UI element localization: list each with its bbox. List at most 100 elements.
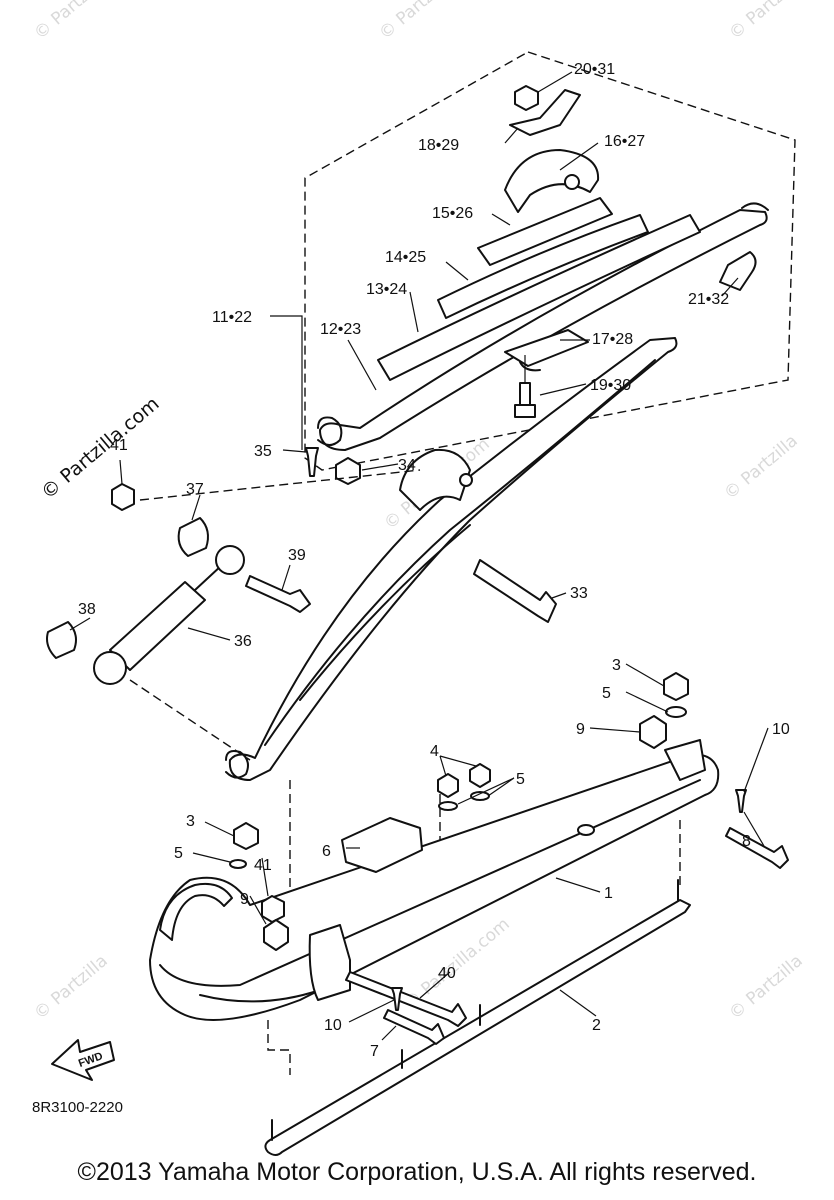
label-35: 35 xyxy=(254,443,272,460)
leaf-14 xyxy=(437,214,649,319)
label-21-32: 21•32 xyxy=(688,291,729,308)
ski-edge xyxy=(159,779,701,987)
watermark: © Partzilla xyxy=(30,951,111,1024)
collar-38 xyxy=(46,621,77,659)
label-10-front: 10 xyxy=(324,1017,342,1034)
label-16-27: 16•27 xyxy=(604,133,645,150)
watermark: © Partzilla.com xyxy=(37,393,163,504)
label-18-29: 18•29 xyxy=(418,137,459,154)
label-2: 2 xyxy=(592,1017,601,1034)
spring-leaf-line xyxy=(299,524,471,701)
leaf-spring-exploded xyxy=(317,85,769,451)
label-10-rear: 10 xyxy=(772,721,790,738)
watermark: © Partzilla xyxy=(725,0,806,44)
assembly-line xyxy=(267,1020,291,1075)
label-7: 7 xyxy=(370,1043,379,1060)
wear-plate-6 xyxy=(341,817,423,873)
spring-leaf-line xyxy=(264,359,656,746)
label-41-top: 41 xyxy=(110,437,128,454)
label-40: 40 xyxy=(438,965,456,982)
shock-absorber xyxy=(93,545,245,685)
kit-boundary xyxy=(304,51,796,471)
bolt-33 xyxy=(473,559,557,623)
leader-lines xyxy=(69,71,769,1041)
leaf-clamp xyxy=(504,149,600,213)
bolt-40 xyxy=(345,971,467,1027)
ski-runner xyxy=(264,899,691,1156)
watermark: © Partzilla xyxy=(30,0,111,44)
bolt-19 xyxy=(514,355,536,418)
screw-10-rear xyxy=(735,789,747,813)
assembly-line xyxy=(129,679,251,761)
nut-4-b xyxy=(437,773,459,798)
label-11-22: 11•22 xyxy=(212,309,252,326)
spring-clamp xyxy=(399,448,471,511)
fwd-arrow-icon: FWD xyxy=(51,1039,115,1081)
main-leaf-eye-front xyxy=(317,416,343,446)
ski-rivet xyxy=(577,824,595,836)
label-17-28: 17•28 xyxy=(592,331,633,348)
shock-lower-eye xyxy=(93,651,127,685)
main-leaf xyxy=(319,209,768,451)
clamp-pivot xyxy=(564,174,580,190)
nut-20 xyxy=(514,85,539,111)
spring-front-eye xyxy=(225,750,249,779)
label-9-front: 9 xyxy=(240,891,249,908)
watermark: © Partzilla xyxy=(725,951,806,1024)
label-41-bottom: 41 xyxy=(254,857,272,874)
collar-9-front xyxy=(263,919,289,951)
label-3-front: 3 xyxy=(186,813,195,830)
bushing-41-top xyxy=(111,483,135,511)
washer-5-b xyxy=(438,801,458,811)
label-14-25: 14•25 xyxy=(385,249,426,266)
diagram-code: 8R3100-2220 xyxy=(32,1099,123,1116)
screw-10-front xyxy=(391,987,403,1011)
bolt-8 xyxy=(725,827,789,869)
bracket-18 xyxy=(509,89,581,136)
main-leaf-eye-rear xyxy=(741,202,769,211)
bottom-plate-lip xyxy=(519,361,541,372)
label-33: 33 xyxy=(570,585,588,602)
label-3-rear: 3 xyxy=(612,657,621,674)
nut-4-a xyxy=(469,763,491,788)
label-34: 34 xyxy=(398,457,416,474)
nut-34 xyxy=(335,457,361,485)
label-20-31: 20•31 xyxy=(574,61,615,78)
shock-rod xyxy=(194,564,223,591)
copyright-notice: ©2013 Yamaha Motor Corporation, U.S.A. A… xyxy=(77,1158,757,1186)
label-36: 36 xyxy=(234,633,252,650)
collar-37 xyxy=(177,517,209,557)
spring-leaves xyxy=(228,337,678,781)
label-4: 4 xyxy=(430,743,439,760)
ski-keel xyxy=(199,989,321,1003)
label-5-center: 5 xyxy=(516,771,525,788)
label-5-rear: 5 xyxy=(602,685,611,702)
label-1: 1 xyxy=(604,885,613,902)
label-15-26: 15•26 xyxy=(432,205,473,222)
ski-saddle-bracket xyxy=(308,924,351,1001)
assembly-line xyxy=(139,469,421,501)
washer-5-rear xyxy=(665,706,687,718)
leaf-13 xyxy=(377,214,701,381)
collar-9-rear xyxy=(639,715,667,749)
label-13-24: 13•24 xyxy=(366,281,407,298)
label-5-front: 5 xyxy=(174,845,183,862)
label-19-30: 19•30 xyxy=(590,377,631,394)
label-6: 6 xyxy=(322,843,331,860)
watermark: © Partzilla xyxy=(375,0,456,44)
washer-5-front xyxy=(229,859,247,869)
label-39: 39 xyxy=(288,547,306,564)
label-38: 38 xyxy=(78,601,96,618)
shock-upper-eye xyxy=(215,545,245,575)
bushing-21 xyxy=(719,251,757,291)
spring-clamp-pivot xyxy=(459,473,473,487)
ski-body xyxy=(149,753,720,1021)
label-37: 37 xyxy=(186,481,204,498)
screw-35 xyxy=(305,447,319,477)
bolt-7 xyxy=(383,1009,445,1045)
watermark: © Partzilla xyxy=(720,431,801,504)
label-12-23: 12•23 xyxy=(320,321,361,338)
nut-3-front xyxy=(233,822,259,850)
leaf-spring-assembly xyxy=(225,337,678,781)
